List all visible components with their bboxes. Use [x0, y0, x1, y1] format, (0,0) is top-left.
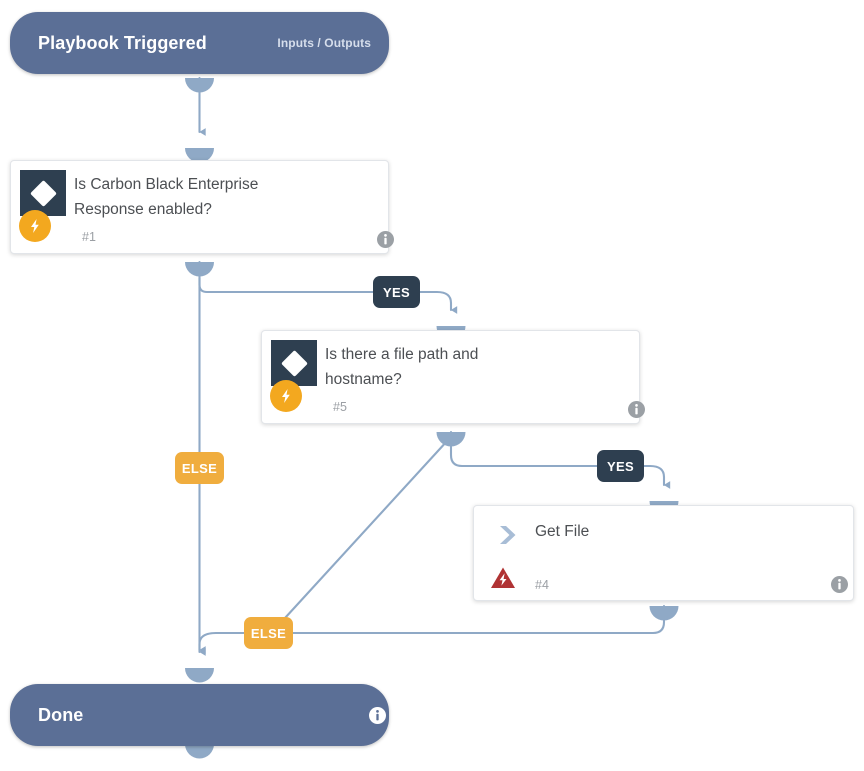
decision-node-1-number: #1	[82, 230, 96, 244]
end-node-done[interactable]: Done	[10, 684, 389, 746]
lightning-bolt-icon	[19, 210, 51, 242]
title-line-1: Is there a file path and	[325, 346, 479, 363]
title-line-2: hostname?	[325, 371, 402, 388]
info-icon[interactable]	[377, 231, 394, 248]
title-line-1: Get File	[535, 523, 590, 540]
title-line-1: Is Carbon Black Enterprise	[74, 176, 259, 193]
end-node-label: Done	[38, 704, 84, 725]
info-icon[interactable]	[369, 707, 386, 724]
info-icon[interactable]	[628, 401, 645, 418]
title-line-2: Response enabled?	[74, 201, 212, 218]
branch-label-yes-node1[interactable]: YES	[373, 276, 420, 308]
decision-node-5[interactable]: Is there a file path and hostname? #5	[261, 330, 645, 424]
branch-label-else-node1[interactable]: ELSE	[175, 452, 224, 484]
lightning-bolt-icon	[270, 380, 302, 412]
action-node-4-get-file[interactable]: Get File #4	[473, 505, 854, 601]
action-node-4-number: #4	[535, 578, 549, 592]
branch-label-else-node5[interactable]: ELSE	[244, 617, 293, 649]
diamond-icon	[271, 340, 317, 386]
branch-label-yes-node5[interactable]: YES	[597, 450, 644, 482]
start-node-playbook-triggered[interactable]: Playbook Triggered Inputs / Outputs	[10, 12, 389, 74]
decision-node-1-title: Is Carbon Black Enterprise Response enab…	[74, 172, 374, 222]
decision-node-5-number: #5	[333, 400, 347, 414]
start-node-label: Playbook Triggered	[38, 32, 207, 53]
info-icon[interactable]	[831, 576, 848, 593]
action-node-4-title: Get File	[535, 519, 835, 544]
chevron-right-icon	[488, 520, 528, 550]
diamond-icon	[20, 170, 66, 216]
decision-node-5-title: Is there a file path and hostname?	[325, 342, 625, 392]
decision-node-1[interactable]: Is Carbon Black Enterprise Response enab…	[10, 160, 394, 254]
inputs-outputs-link[interactable]: Inputs / Outputs	[277, 36, 371, 50]
warning-triangle-icon	[488, 564, 518, 592]
